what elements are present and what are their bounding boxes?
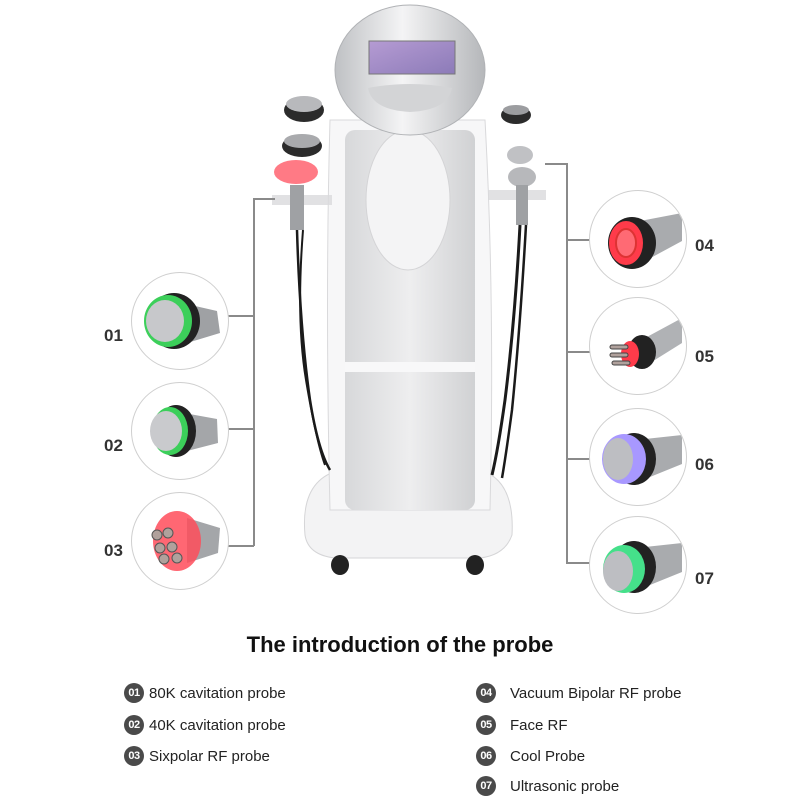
sixpolar-rf-probe-icon xyxy=(151,511,220,571)
left-connector-01 xyxy=(228,315,254,317)
legend-label: Cool Probe xyxy=(510,747,586,765)
legend-item-05: 05 Face RF xyxy=(476,715,568,735)
legend-label: Face RF xyxy=(510,716,568,734)
probe-04-number: 04 xyxy=(695,236,714,255)
right-connector-07 xyxy=(566,562,590,564)
probe-06-number: 06 xyxy=(695,455,714,474)
beauty-machine-image xyxy=(272,4,546,575)
legend-label: 40K cavitation probe xyxy=(149,716,286,734)
probe-03-number: 03 xyxy=(104,541,123,560)
right-connector-top xyxy=(545,163,567,165)
left-connector-02 xyxy=(228,428,254,430)
left-connector-03 xyxy=(228,545,254,547)
probe-05-image xyxy=(589,297,687,395)
number-badge-icon: 06 xyxy=(476,746,496,766)
legend-label: Vacuum Bipolar RF probe xyxy=(510,684,682,702)
right-connector-05 xyxy=(566,351,590,353)
right-connector-06 xyxy=(566,458,590,460)
legend-item-06: 06 Cool Probe xyxy=(476,746,585,766)
probe-03-image xyxy=(131,492,229,590)
number-badge-icon: 02 xyxy=(124,715,144,735)
legend-item-03: 03 Sixpolar RF probe xyxy=(124,746,270,766)
legend-item-04: 04 Vacuum Bipolar RF probe xyxy=(476,683,681,703)
right-connector-vertical xyxy=(566,163,568,563)
legend-label: Ultrasonic probe xyxy=(510,777,620,795)
face-rf-probe-icon xyxy=(609,318,682,369)
number-badge-icon: 04 xyxy=(476,683,496,703)
probe-07-number: 07 xyxy=(695,569,714,588)
left-connector-top xyxy=(253,198,275,200)
cavitation-probe-icon xyxy=(144,293,220,349)
page-title: The introduction of the probe xyxy=(246,632,554,657)
number-badge-icon: 01 xyxy=(124,683,144,703)
legend-label: 80K cavitation probe xyxy=(149,684,286,702)
cavitation-probe-icon xyxy=(150,405,218,457)
ultrasonic-probe-icon xyxy=(603,541,682,593)
legend-item-02: 02 40K cavitation probe xyxy=(124,715,286,735)
probe-04-image xyxy=(589,190,687,288)
cool-probe-icon xyxy=(602,433,682,485)
vacuum-bipolar-rf-probe-icon xyxy=(608,213,682,269)
legend-label: Sixpolar RF probe xyxy=(149,747,270,765)
left-connector-vertical xyxy=(253,198,255,546)
number-badge-icon: 05 xyxy=(476,715,496,735)
number-badge-icon: 07 xyxy=(476,776,496,796)
probe-02-image xyxy=(131,382,229,480)
probe-01-image xyxy=(131,272,229,370)
right-connector-04 xyxy=(566,239,590,241)
probe-07-image xyxy=(589,516,687,614)
legend-item-01: 01 80K cavitation probe xyxy=(124,683,286,703)
probe-05-number: 05 xyxy=(695,347,714,366)
probe-02-number: 02 xyxy=(104,436,123,455)
probe-01-number: 01 xyxy=(104,326,123,345)
legend-item-07: 07 Ultrasonic probe xyxy=(476,776,619,796)
number-badge-icon: 03 xyxy=(124,746,144,766)
probe-06-image xyxy=(589,408,687,506)
